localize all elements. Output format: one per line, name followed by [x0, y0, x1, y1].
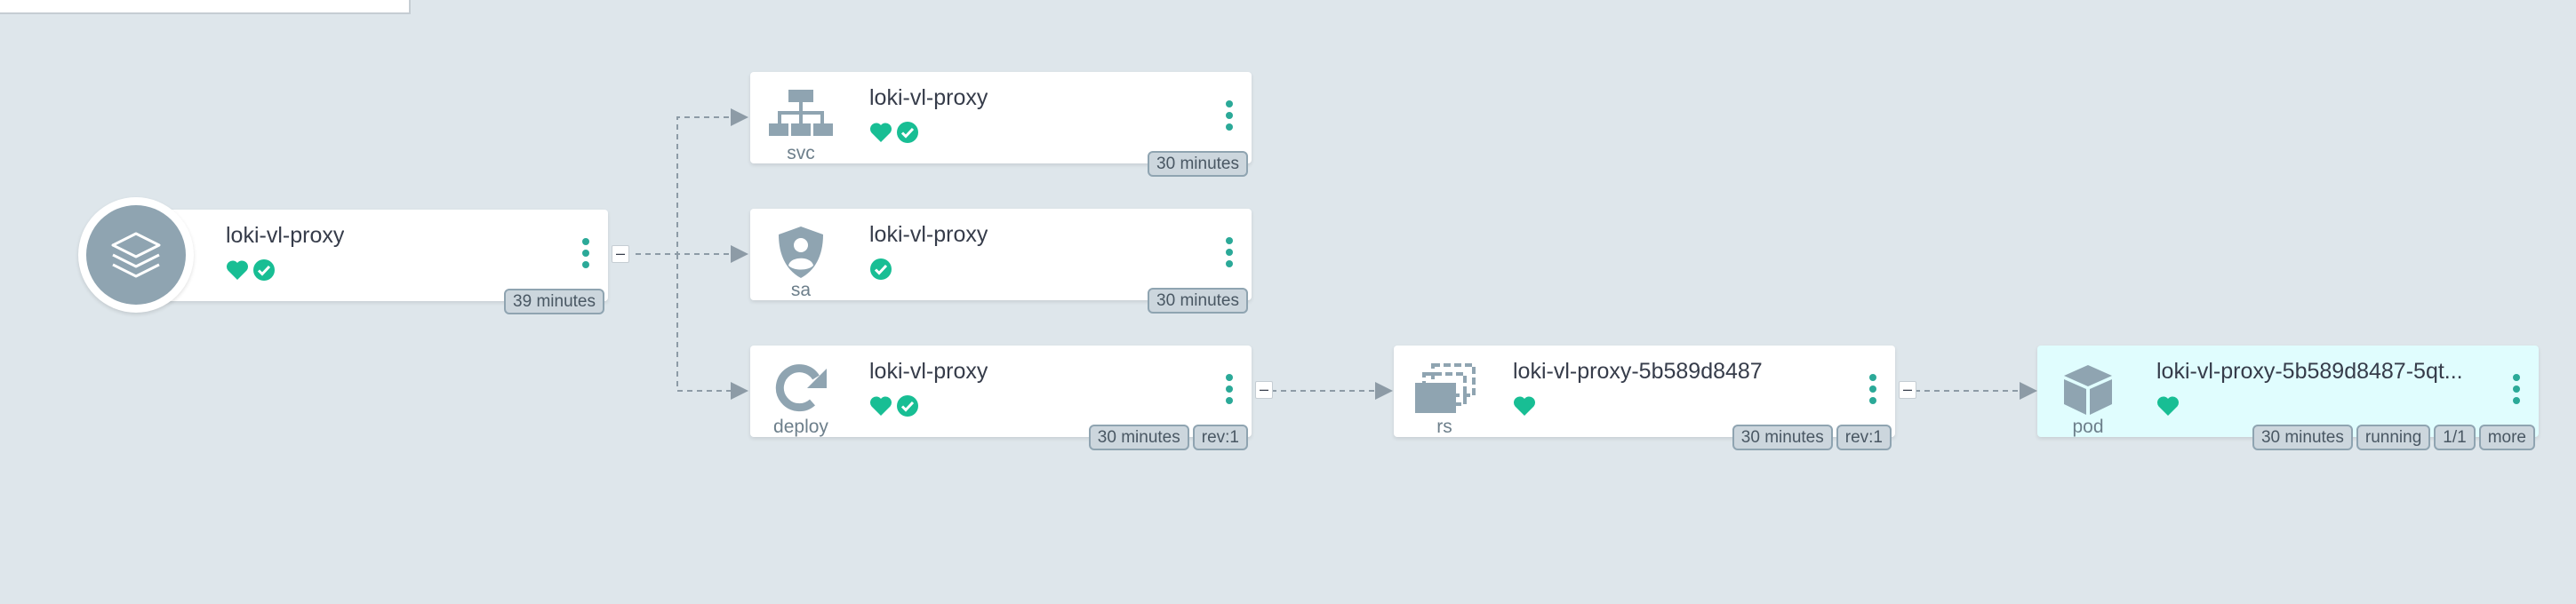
svc-name: loki-vl-proxy [869, 85, 988, 110]
ready-badge: 1/1 [2434, 425, 2476, 450]
clone-icon [1415, 363, 1476, 413]
edge-app-to-svc [636, 108, 748, 255]
rs-collapse-button[interactable]: – [1899, 381, 1916, 399]
heart-icon [226, 260, 249, 280]
pod-menu-button[interactable] [2512, 374, 2521, 409]
pod-tags: 30 minutes running 1/1 more [2252, 425, 2535, 450]
sa-tags: 30 minutes [1148, 288, 1248, 314]
app-node[interactable]: loki-vl-proxy – 39 minutes [78, 197, 629, 314]
heart-icon [1513, 396, 1536, 416]
resource-node-sa[interactable]: sa loki-vl-proxy 30 minutes [750, 209, 1252, 314]
resource-node-deploy[interactable]: deploy loki-vl-proxy – 30 minutes rev:1 [750, 346, 1273, 450]
revision-badge: rev:1 [1836, 425, 1892, 450]
age-badge: 30 minutes [1732, 425, 1833, 450]
app-icon-circle [78, 197, 194, 313]
pod-name: loki-vl-proxy-5b589d8487-5qt... [2156, 359, 2463, 384]
pod-kind-label: pod [2072, 417, 2104, 437]
rs-status [1513, 393, 1536, 418]
age-badge: 30 minutes [1088, 425, 1189, 450]
heart-icon [869, 396, 892, 416]
rs-menu-button[interactable] [1868, 374, 1877, 409]
deploy-status [869, 393, 919, 418]
revision-badge: rev:1 [1192, 425, 1248, 450]
check-circle-icon [870, 258, 892, 280]
rs-kind-label: rs [1436, 417, 1452, 437]
sa-icon-box: sa [768, 226, 834, 300]
svc-menu-button[interactable] [1225, 100, 1234, 136]
phase-badge: running [2356, 425, 2431, 450]
cube-icon [2064, 365, 2112, 415]
layers-icon [111, 232, 161, 278]
user-shield-icon [779, 226, 823, 278]
deploy-kind-label: deploy [773, 417, 828, 437]
deploy-name: loki-vl-proxy [869, 359, 988, 384]
app-tags: 39 minutes [504, 289, 604, 314]
sitemap-icon [769, 90, 833, 136]
pod-icon-box: pod [2055, 363, 2121, 437]
svc-kind-label: svc [787, 143, 815, 163]
redo-icon [775, 364, 827, 412]
edge-app-to-deploy [676, 254, 748, 400]
top-panel [0, 0, 411, 14]
deploy-menu-button[interactable] [1225, 374, 1234, 409]
age-badge: 39 minutes [504, 289, 604, 314]
sa-menu-button[interactable] [1225, 237, 1234, 273]
check-circle-icon [897, 122, 918, 143]
check-circle-icon [897, 395, 918, 417]
svc-status [869, 120, 919, 145]
heart-icon [869, 123, 892, 142]
deploy-collapse-button[interactable]: – [1255, 381, 1273, 399]
rs-tags: 30 minutes rev:1 [1732, 425, 1892, 450]
app-status [226, 258, 276, 282]
more-button[interactable]: more [2478, 425, 2535, 450]
age-badge: 30 minutes [1148, 151, 1248, 177]
pod-status [2156, 393, 2180, 418]
age-badge: 30 minutes [2252, 425, 2353, 450]
app-menu-button[interactable] [581, 238, 590, 274]
svc-icon-box: svc [768, 90, 834, 163]
rs-icon-box: rs [1412, 363, 1477, 437]
svc-tags: 30 minutes [1148, 151, 1248, 177]
sa-status [869, 257, 892, 282]
rs-name: loki-vl-proxy-5b589d8487 [1513, 359, 1763, 384]
resource-node-rs[interactable]: rs loki-vl-proxy-5b589d8487 – 30 minutes… [1394, 346, 1916, 450]
sa-kind-label: sa [790, 280, 812, 300]
resource-node-svc[interactable]: svc loki-vl-proxy 30 minutes [750, 72, 1252, 177]
app-collapse-button[interactable]: – [612, 245, 629, 263]
resource-node-pod[interactable]: pod loki-vl-proxy-5b589d8487-5qt... 30 m… [2037, 346, 2539, 450]
check-circle-icon [253, 259, 275, 281]
app-name: loki-vl-proxy [226, 223, 345, 248]
heart-icon [2156, 396, 2180, 416]
sa-name: loki-vl-proxy [869, 222, 988, 247]
deploy-icon-box: deploy [768, 363, 834, 437]
age-badge: 30 minutes [1148, 288, 1248, 314]
deploy-tags: 30 minutes rev:1 [1088, 425, 1248, 450]
